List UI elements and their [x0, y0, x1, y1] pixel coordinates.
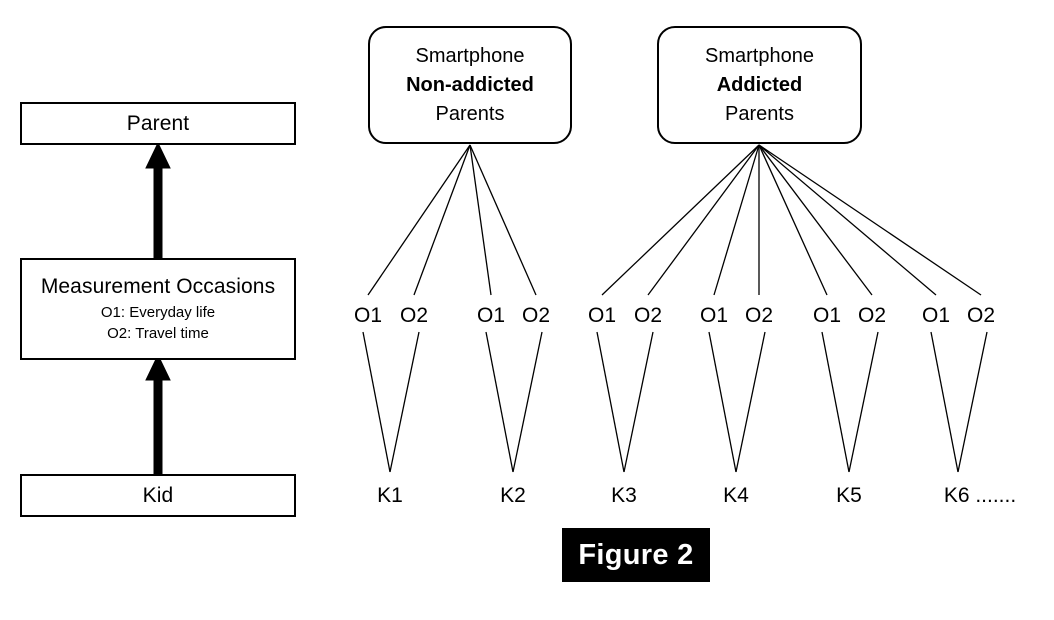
vconnector-k1 — [362, 331, 420, 473]
fanout-addicted — [601, 144, 982, 296]
occasion-label-k1-o2: O2 — [399, 304, 429, 327]
occasion-label-k3-o2: O2 — [633, 304, 663, 327]
group-line-non-addicted: Non-addicted — [406, 73, 534, 96]
occasion-label-k6-o2: O2 — [966, 304, 996, 327]
kid-label-k2: K2 — [500, 484, 526, 507]
occasion-label-k5-o1: O1 — [812, 304, 842, 327]
vconnector-k4 — [708, 331, 766, 473]
kid-label-k3: K3 — [611, 484, 637, 507]
occasion-label-k4-o1: O1 — [699, 304, 729, 327]
occasion-label-k5-o2: O2 — [857, 304, 887, 327]
group-line-smartphone: Smartphone — [415, 44, 525, 67]
vconnector-k5 — [821, 331, 879, 473]
kid-label-k1: K1 — [377, 484, 403, 507]
occasion-label-k4-o2: O2 — [744, 304, 774, 327]
level-title-measurement-occasions: Measurement Occasions — [40, 275, 276, 298]
occasion-label-k3-o1: O1 — [587, 304, 617, 327]
vconnector-k3 — [596, 331, 654, 473]
kid-label-k4: K4 — [723, 484, 749, 507]
kid-label-k6: K6 ....... — [943, 484, 1017, 507]
level-title-kid: Kid — [142, 483, 174, 507]
group-line-addicted: Addicted — [716, 73, 803, 96]
figure-caption: Figure 2 — [562, 528, 710, 582]
left-arrow-kid-to-measurement — [145, 353, 171, 474]
group-line-parents: Parents — [725, 102, 794, 125]
level-box-parent: Parent — [20, 102, 296, 145]
group-box-addicted-parents: Smartphone Addicted Parents — [657, 26, 862, 144]
group-box-non-addicted-parents: Smartphone Non-addicted Parents — [368, 26, 572, 144]
group-line-parents: Parents — [435, 102, 505, 125]
occasion-label-k2-o1: O1 — [476, 304, 506, 327]
fanout-nonaddicted — [367, 144, 537, 296]
level-box-kid: Kid — [20, 474, 296, 517]
level-sub-occasion-2: O2: Travel time — [107, 325, 209, 342]
vconnector-k2 — [485, 331, 543, 473]
kid-label-k5: K5 — [836, 484, 862, 507]
level-box-measurement-occasions: Measurement Occasions O1: Everyday life … — [20, 258, 296, 360]
vconnector-k6 — [930, 331, 988, 473]
level-title-parent: Parent — [126, 111, 190, 135]
occasion-label-k1-o1: O1 — [353, 304, 383, 327]
occasion-label-k6-o1: O1 — [921, 304, 951, 327]
occasion-label-k2-o2: O2 — [521, 304, 551, 327]
group-line-smartphone: Smartphone — [705, 44, 814, 67]
level-sub-occasion-1: O1: Everyday life — [100, 304, 216, 321]
left-arrow-measurement-to-parent — [145, 141, 171, 258]
